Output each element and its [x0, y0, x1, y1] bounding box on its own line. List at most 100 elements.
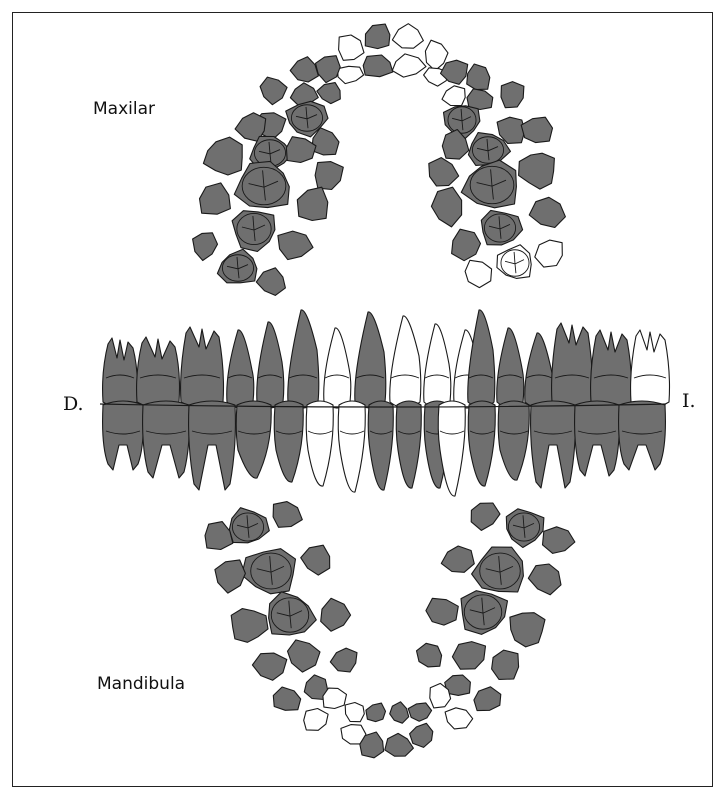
lower-side-tooth-12	[468, 401, 495, 486]
lower-tooth-14	[273, 687, 300, 710]
lower-tooth-31	[492, 650, 519, 679]
upper-side-tooth-3	[181, 327, 224, 408]
lower-tooth-37	[408, 703, 431, 721]
upper-side-tooth-9	[390, 316, 421, 408]
upper-tooth-8	[290, 83, 318, 106]
upper-tooth-19	[297, 187, 328, 220]
lower-tooth-29	[426, 598, 458, 625]
lower-tooth-6	[301, 545, 330, 575]
upper-tooth-23	[193, 233, 218, 261]
upper-tooth-49	[535, 240, 563, 267]
lower-tooth-38	[410, 723, 433, 747]
upper-tooth-41	[519, 153, 555, 189]
upper-tooth-7	[290, 57, 318, 82]
upper-tooth-6	[317, 83, 341, 104]
lower-tooth-8	[231, 609, 268, 643]
mandibular-label: Mandibula	[97, 676, 185, 693]
upper-side-tooth-12	[468, 310, 495, 408]
maxillary-label: Maxilar	[93, 101, 155, 118]
lower-tooth-3	[273, 502, 302, 528]
upper-side-tooth-10	[424, 324, 451, 408]
lower-side-tooth-3	[189, 401, 236, 490]
lower-side-tooth-15	[575, 401, 620, 476]
lower-side-tooth-1	[103, 401, 144, 470]
upper-side-tooth-13	[497, 328, 524, 408]
upper-tooth-45	[481, 210, 522, 245]
lower-tooth-34	[474, 687, 501, 711]
lower-tooth-39	[390, 702, 409, 723]
lower-side-tooth-4	[236, 401, 271, 478]
lower-tooth-40	[385, 733, 414, 756]
upper-tooth-37	[521, 117, 552, 142]
upper-tooth-44	[529, 197, 565, 227]
lower-tooth-12	[330, 648, 357, 672]
upper-tooth-27	[392, 54, 426, 77]
upper-tooth-46	[452, 229, 481, 261]
lower-tooth-2	[205, 522, 233, 550]
upper-side-tooth-5	[257, 322, 284, 408]
lower-tooth-11	[252, 653, 286, 680]
lower-side-tooth-16	[619, 401, 666, 470]
upper-tooth-33	[467, 89, 493, 110]
upper-arch-occlusal-view	[193, 24, 566, 296]
upper-side-tooth-15	[552, 323, 593, 408]
lower-tooth-25	[528, 564, 561, 595]
upper-tooth-18	[234, 161, 289, 207]
upper-side-tooth-6	[288, 310, 319, 408]
upper-tooth-35	[501, 82, 524, 108]
lower-side-tooth-7	[338, 401, 365, 492]
upper-tooth-3	[339, 35, 364, 60]
lower-tooth-9	[321, 598, 351, 631]
lower-tooth-4	[242, 549, 296, 594]
lower-side-tooth-14	[531, 401, 576, 488]
lower-tooth-26	[441, 546, 474, 572]
lower-side-tooth-8	[368, 401, 393, 490]
upper-side-tooth-4	[227, 330, 254, 408]
upper-tooth-4	[338, 66, 364, 83]
upper-side-tooth-8	[355, 312, 386, 408]
upper-tooth-17	[203, 137, 242, 175]
upper-side-tooth-2	[137, 337, 180, 408]
upper-tooth-26	[392, 24, 423, 49]
lower-tooth-1	[229, 508, 269, 543]
upper-tooth-31	[442, 86, 465, 106]
upper-tooth-20	[200, 183, 231, 214]
lower-tooth-22	[543, 527, 575, 554]
lower-tooth-30	[452, 642, 485, 670]
upper-tooth-40	[429, 158, 459, 186]
upper-tooth-43	[431, 187, 461, 227]
lower-tooth-10	[288, 640, 321, 672]
lower-tooth-7	[269, 592, 317, 635]
lower-tooth-15	[323, 688, 347, 708]
left-side-label: I.	[682, 392, 696, 411]
lower-tooth-23	[471, 503, 500, 530]
upper-tooth-21	[232, 211, 275, 252]
upper-tooth-25	[256, 268, 285, 296]
lower-tooth-24	[472, 547, 524, 592]
upper-side-tooth-1	[103, 338, 138, 408]
upper-tooth-22	[278, 231, 313, 260]
lower-side-tooth-2	[143, 401, 190, 478]
lower-side-tooth-6	[306, 401, 333, 486]
lower-tooth-32	[417, 643, 442, 667]
upper-side-tooth-14	[525, 333, 554, 408]
lower-arch-occlusal-view	[205, 502, 575, 758]
lower-side-tooth-5	[274, 401, 303, 482]
lower-side-tooth-11	[438, 401, 465, 496]
upper-tooth-16	[315, 162, 343, 190]
upper-tooth-24	[217, 249, 257, 283]
upper-side-tooth-7	[324, 328, 351, 408]
lower-side-tooth-13	[498, 401, 529, 480]
lower-side-tooth-9	[396, 401, 421, 488]
lower-tooth-27	[461, 591, 508, 635]
upper-side-tooth-16	[591, 330, 632, 408]
upper-tooth-48	[497, 245, 531, 279]
lower-tooth-17	[345, 703, 364, 722]
upper-tooth-42	[461, 160, 516, 208]
upper-teeth-side-view	[103, 310, 670, 408]
upper-tooth-15	[286, 137, 316, 163]
upper-tooth-10	[260, 77, 287, 105]
lower-tooth-21	[506, 509, 544, 548]
lower-tooth-5	[215, 560, 246, 593]
lower-tooth-16	[304, 709, 328, 731]
